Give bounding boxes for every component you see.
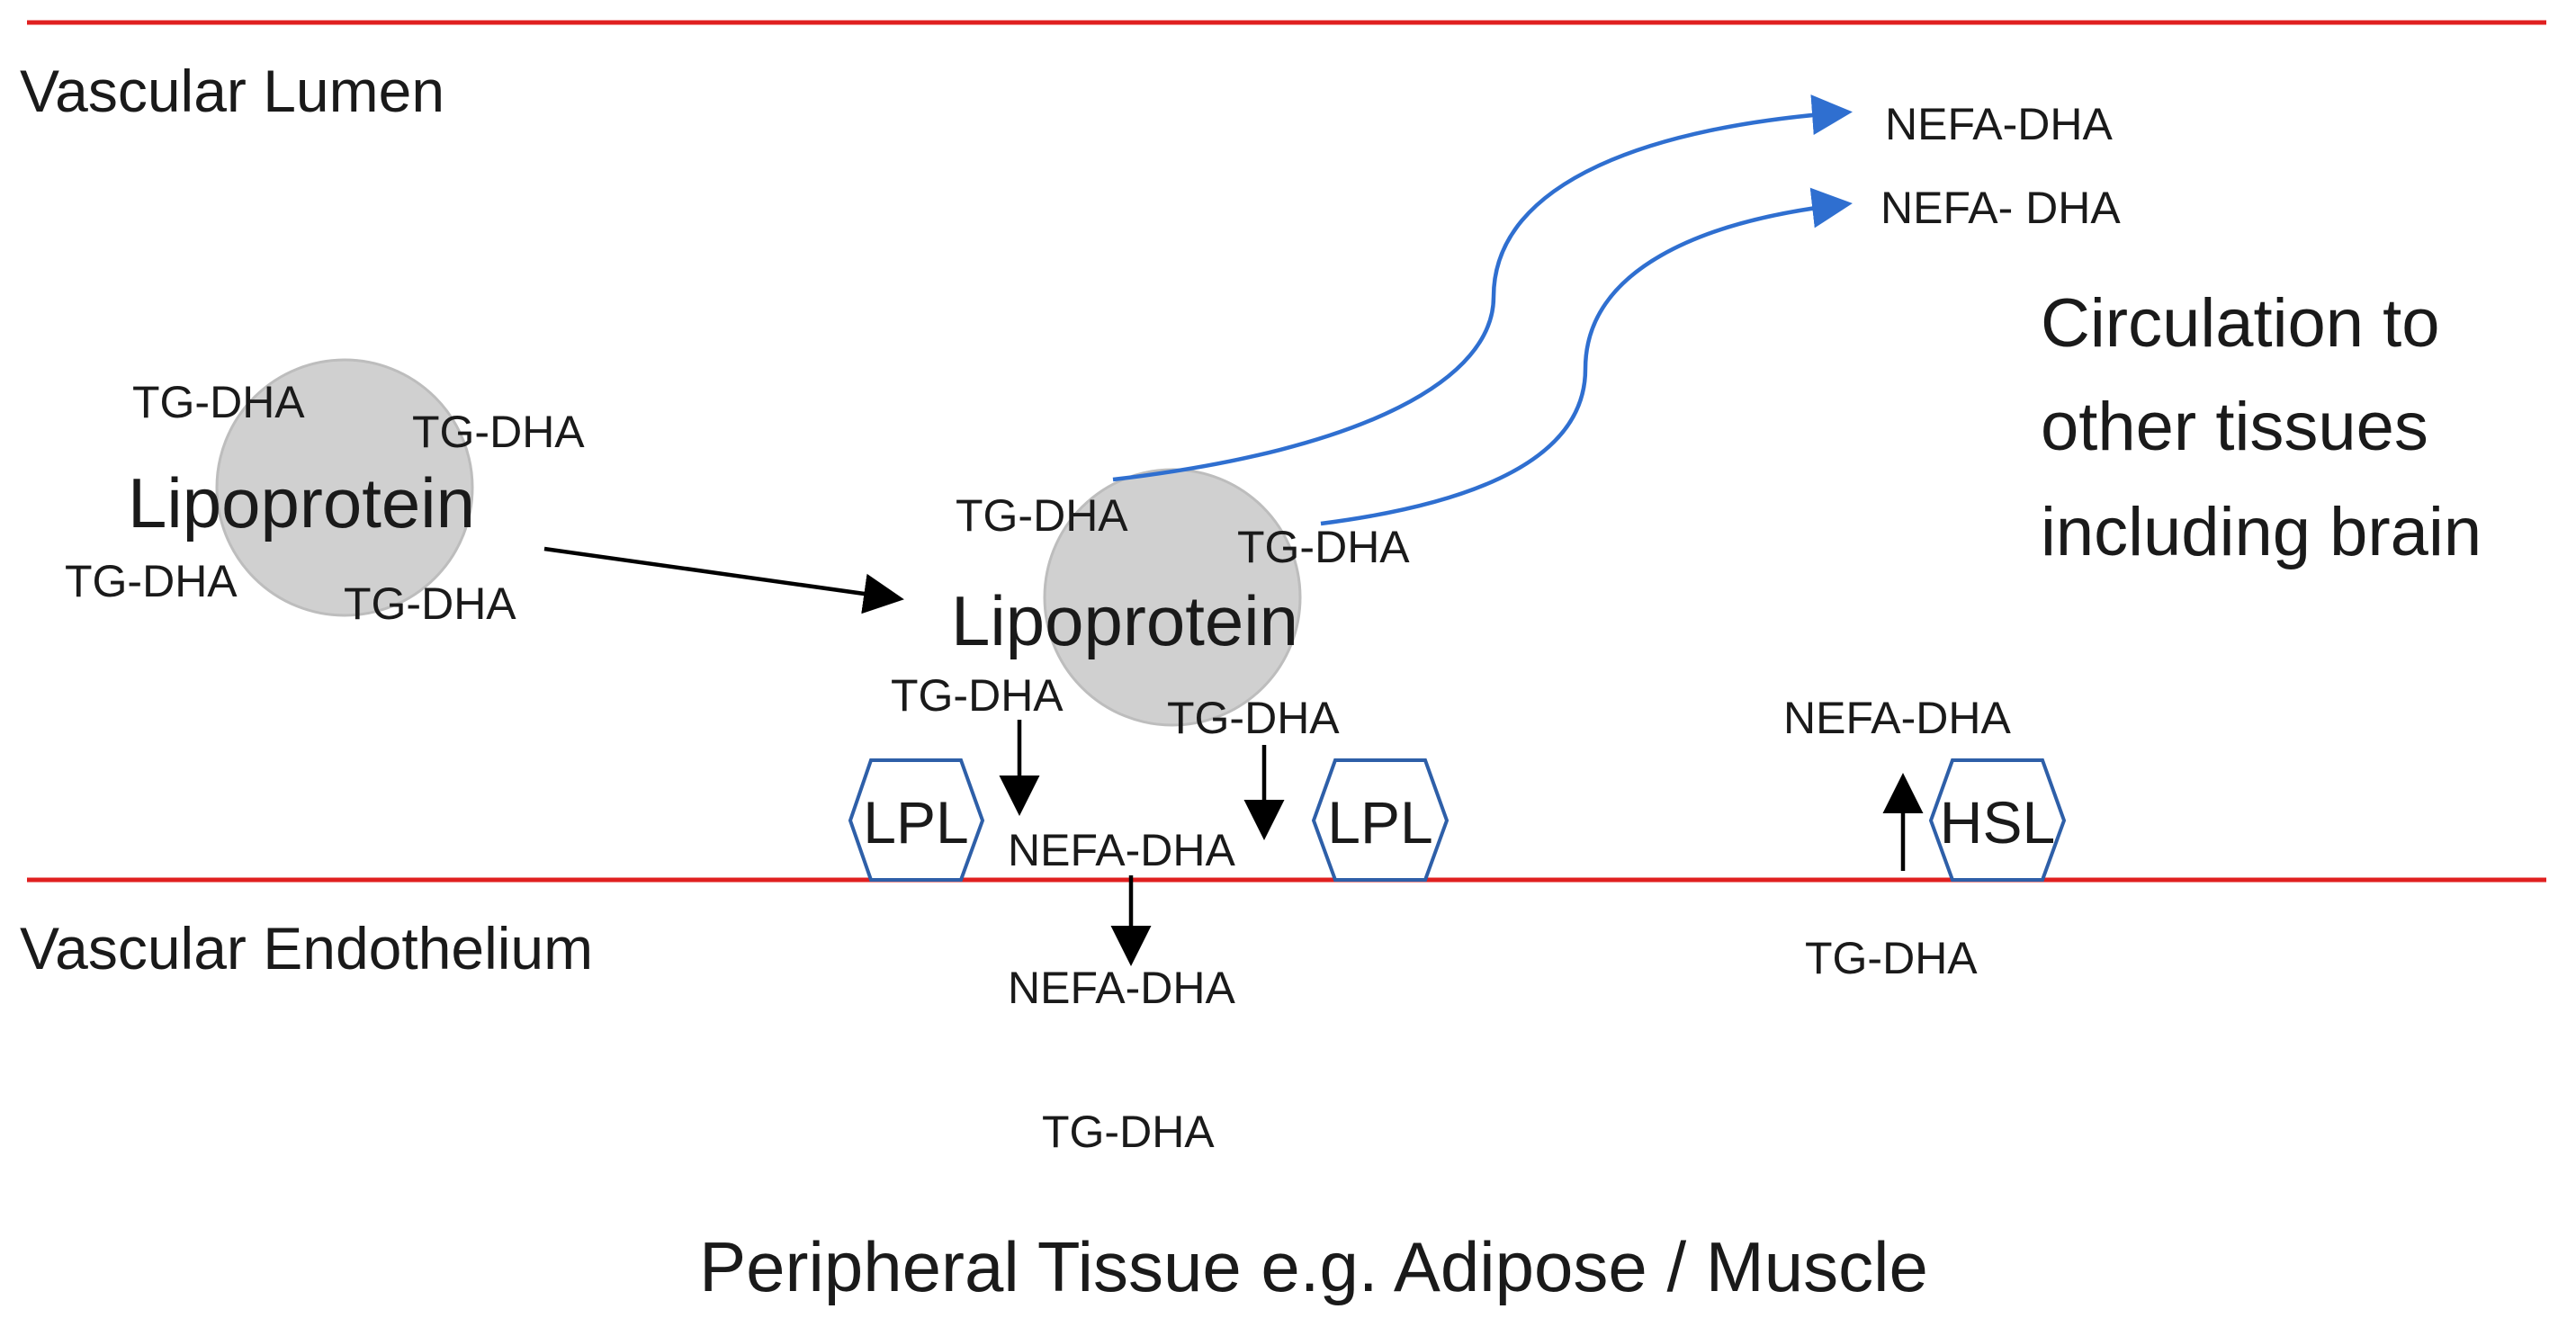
nefa-dha-top-2: NEFA- DHA [1880, 183, 2121, 233]
nefa-dha-top-1: NEFA-DHA [1885, 99, 2113, 149]
nefa-dha-lumen: NEFA-DHA [1008, 825, 1235, 875]
lpl-enzyme-right [1311, 758, 1450, 882]
tg-dha-left-2: TG-DHA [412, 407, 585, 457]
hsl-enzyme [1928, 758, 2067, 882]
tg-dha-hsl: TG-DHA [1805, 933, 1978, 983]
tg-dha-center-1: TG-DHA [956, 490, 1128, 541]
peripheral-tissue-label: Peripheral Tissue e.g. Adipose / Muscle [699, 1227, 1928, 1306]
tg-dha-center-4: TG-DHA [1167, 693, 1340, 743]
nefa-dha-endothelium: NEFA-DHA [1008, 963, 1235, 1013]
flow-arrow-upper [1112, 94, 1853, 482]
lipoprotein-label-center: Lipoprotein [951, 581, 1298, 660]
lpl-label-left: LPL [863, 789, 968, 856]
transfer-arrow [543, 546, 904, 614]
circulation-line-2: other tissues [2041, 389, 2428, 465]
tg-dha-left-4: TG-DHA [344, 578, 516, 629]
hsl-label: HSL [1940, 789, 2055, 856]
vascular-endothelium-label: Vascular Endothelium [20, 915, 593, 982]
tg-dha-center-2: TG-DHA [1237, 522, 1410, 572]
circulation-line-1: Circulation to [2041, 285, 2440, 362]
vascular-lumen-label: Vascular Lumen [20, 58, 444, 124]
lipoprotein-particle-left [215, 358, 474, 617]
lpl-enzyme-left [848, 758, 985, 882]
flow-arrow-lower [1320, 187, 1853, 526]
nefa-dha-hsl: NEFA-DHA [1783, 693, 2011, 743]
tg-dha-left-1: TG-DHA [132, 377, 305, 427]
lipoprotein-label-left: Lipoprotein [128, 463, 475, 542]
tg-dha-left-3: TG-DHA [65, 556, 238, 606]
tg-dha-tissue: TG-DHA [1042, 1107, 1215, 1157]
tg-dha-center-3: TG-DHA [891, 670, 1064, 721]
lpl-label-right: LPL [1327, 789, 1432, 856]
circulation-line-3: including brain [2041, 494, 2482, 570]
